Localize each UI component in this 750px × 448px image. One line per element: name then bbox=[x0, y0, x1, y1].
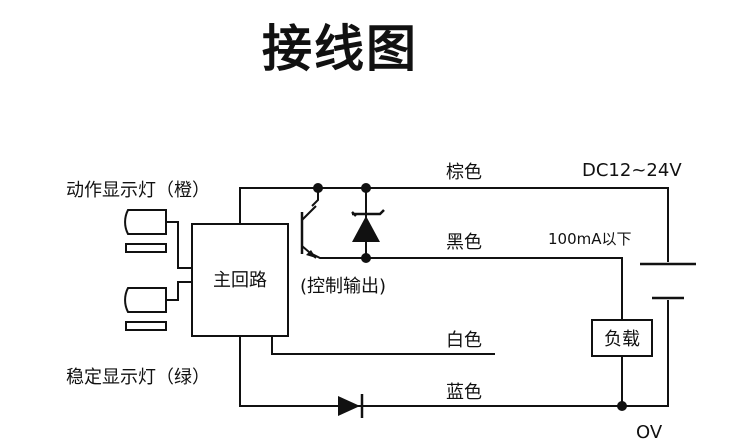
wire-white bbox=[271, 336, 495, 355]
junction-dots bbox=[313, 183, 627, 411]
junction-dot-icon bbox=[361, 183, 371, 193]
wire-brown bbox=[239, 187, 669, 262]
junction-dot-icon bbox=[313, 183, 323, 193]
blue-wire-label: 蓝色 bbox=[446, 382, 482, 403]
wire-lamp-action bbox=[166, 221, 192, 269]
black-wire-label: 黑色 bbox=[446, 232, 482, 253]
load-box bbox=[591, 319, 653, 357]
stable-lamp-label: 稳定显示灯（绿） bbox=[66, 367, 210, 388]
junction-dot-icon bbox=[361, 253, 371, 263]
junction-dot-icon bbox=[617, 401, 627, 411]
supply-voltage-label: DC12~24V bbox=[582, 160, 682, 181]
wires bbox=[166, 187, 669, 407]
current-limit-label: 100mA以下 bbox=[548, 230, 632, 248]
white-wire-label: 白色 bbox=[446, 330, 482, 351]
diode-icon bbox=[338, 394, 364, 418]
lamp-icon bbox=[124, 209, 167, 253]
load-label: 负载 bbox=[604, 329, 640, 350]
wire-lamp-stable bbox=[166, 281, 192, 301]
main-circuit-label: 主回路 bbox=[213, 270, 267, 291]
transistor-icon bbox=[300, 205, 317, 259]
main-circuit-box bbox=[191, 223, 289, 337]
action-lamp-label: 动作显示灯（橙） bbox=[66, 180, 210, 201]
zener-diode-icon bbox=[351, 209, 385, 242]
battery-icon bbox=[640, 262, 696, 300]
wire-black bbox=[311, 253, 623, 322]
zero-volt-label: OV bbox=[636, 422, 663, 443]
wire-blue bbox=[239, 300, 669, 407]
lamp-icon bbox=[124, 287, 167, 331]
control-output-label: (控制输出) bbox=[300, 276, 386, 297]
page-title: 接线图 bbox=[262, 20, 418, 78]
brown-wire-label: 棕色 bbox=[446, 162, 482, 183]
